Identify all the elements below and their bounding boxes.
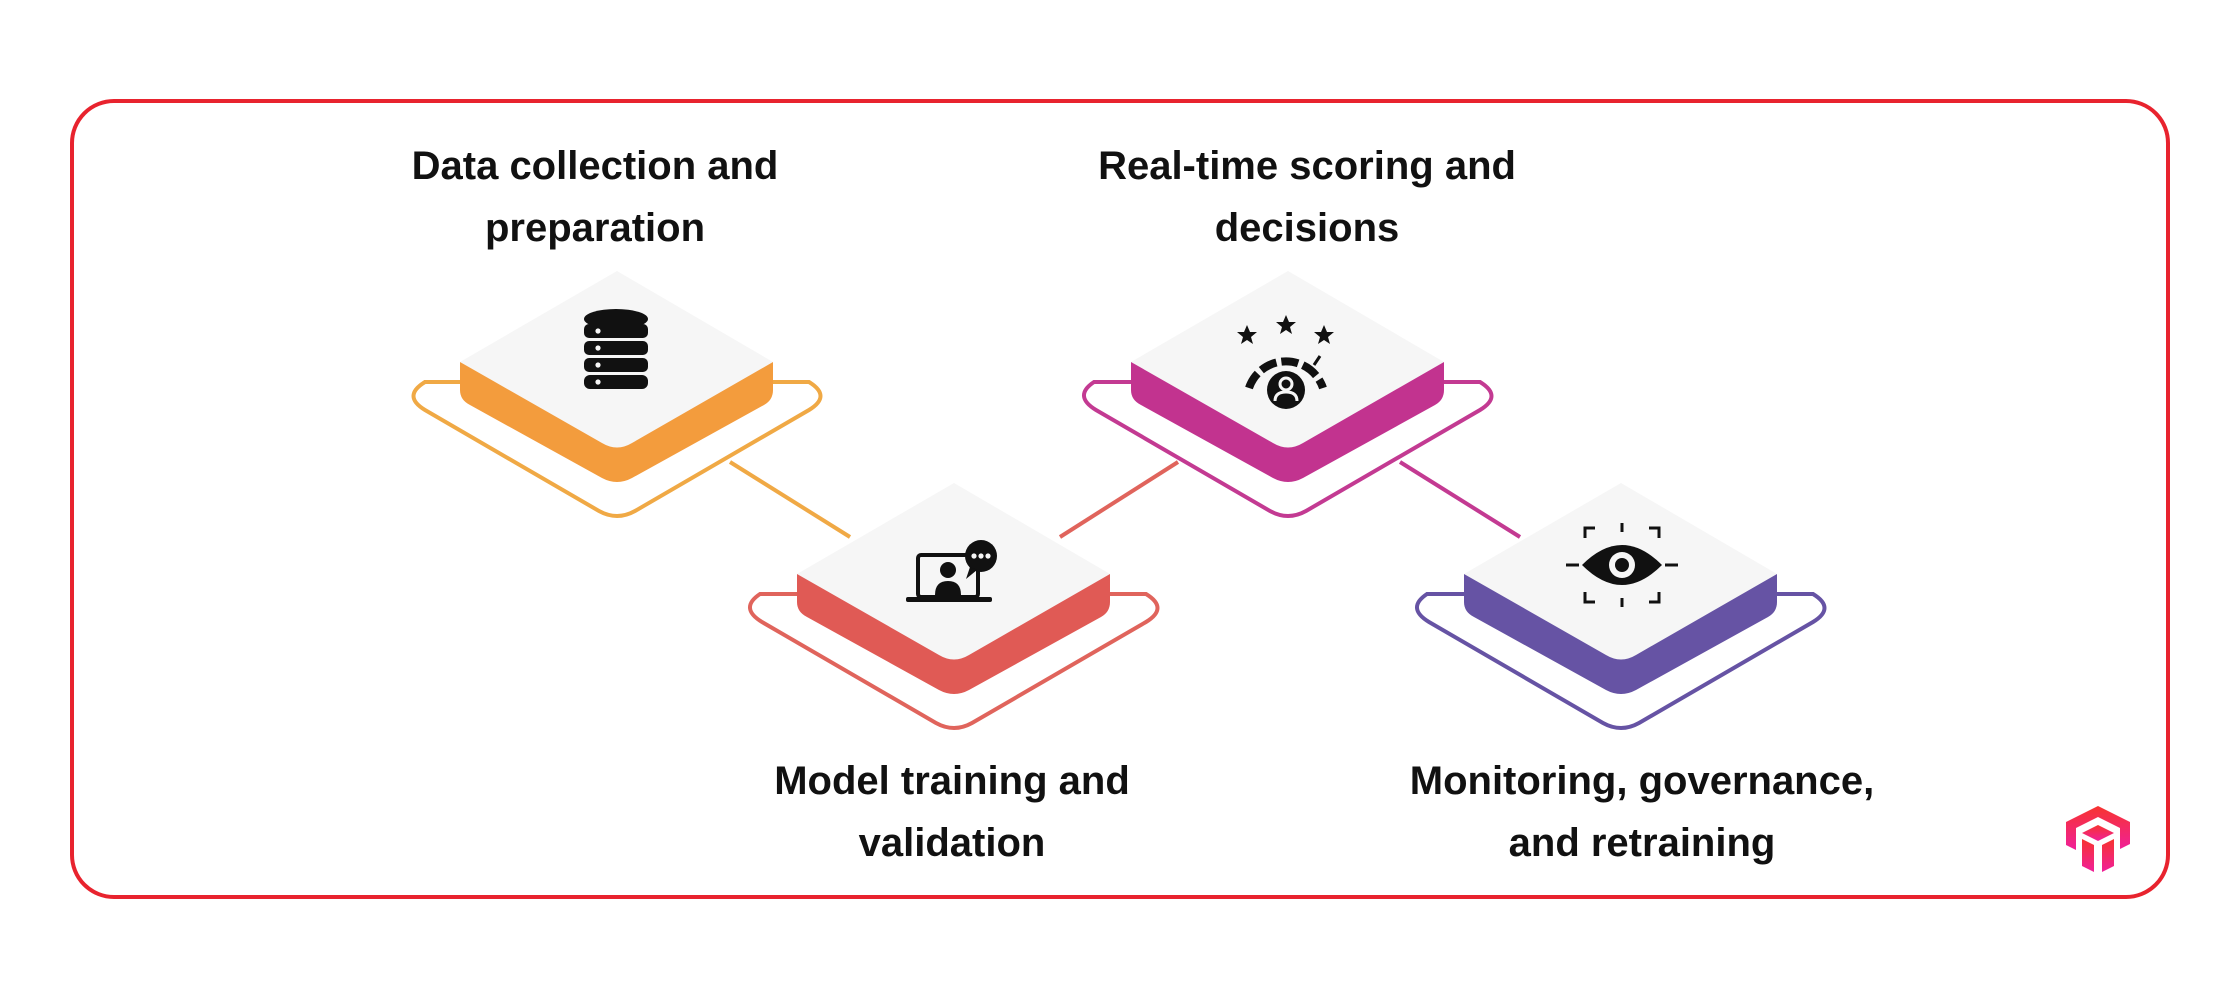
tile-outline — [748, 592, 1160, 730]
tile-outline — [1415, 592, 1827, 730]
label-line: decisions — [1214, 206, 1400, 250]
video-call-icon — [906, 540, 997, 602]
tile-outline — [411, 380, 823, 518]
connector-3-4 — [1398, 460, 1522, 539]
eye-scan-icon — [1566, 523, 1678, 607]
connectors — [728, 460, 1522, 539]
step-monitoring — [1415, 483, 1827, 730]
label-line: Monitoring, governance, — [1409, 759, 1875, 803]
step-model-training — [748, 483, 1160, 730]
step-realtime-scoring — [1082, 271, 1494, 518]
tile-outline — [1082, 380, 1494, 518]
connector-2-3 — [1058, 460, 1180, 539]
connector-1-2 — [728, 460, 852, 539]
label-line: validation — [858, 821, 1046, 865]
label-line: preparation — [484, 206, 706, 250]
brand-logo-icon — [2066, 806, 2130, 872]
step-label-data-collection: Data collection and preparation — [295, 135, 895, 259]
step-label-monitoring: Monitoring, governance, and retraining — [1342, 750, 1942, 874]
label-line: Model training and — [774, 759, 1130, 803]
label-line: Real-time scoring and — [1098, 144, 1516, 188]
label-line: Data collection and — [411, 144, 779, 188]
database-icon — [584, 309, 648, 389]
label-line: and retraining — [1508, 821, 1776, 865]
step-data-collection — [411, 271, 823, 518]
step-label-model-training: Model training and validation — [652, 750, 1252, 874]
rating-gauge-icon — [1237, 315, 1334, 409]
diagram-frame — [70, 99, 2170, 899]
step-label-realtime-scoring: Real-time scoring and decisions — [1007, 135, 1607, 259]
